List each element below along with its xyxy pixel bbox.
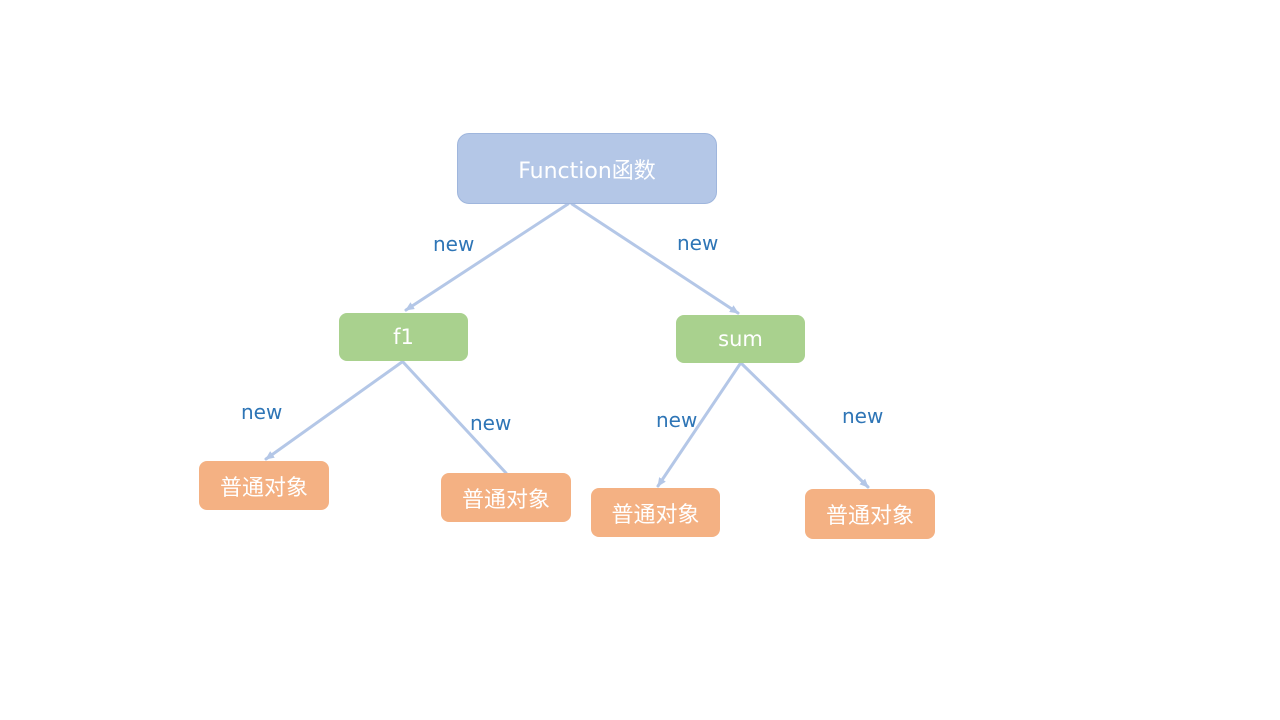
edge-sum-to-leaf-4 (740, 362, 870, 489)
edge-root-to-f1 (404, 202, 570, 312)
edge-label-sum-leaf-4: new (842, 404, 884, 428)
edge-f1-to-leaf-1 (264, 360, 404, 461)
edge-label-root-f1: new (433, 232, 475, 256)
edge-label-f1-leaf-1: new (241, 400, 283, 424)
edge-sum-to-leaf-3 (656, 362, 742, 488)
object-node-3: 普通对象 (591, 488, 720, 537)
edge-root-to-sum (570, 202, 740, 315)
object-node-4: 普通对象 (805, 489, 935, 539)
edge-label-f1-leaf-2: new (470, 411, 512, 435)
f1-node: f1 (339, 313, 468, 361)
function-node: Function函数 (457, 133, 717, 204)
edge-label-sum-leaf-3: new (656, 408, 698, 432)
object-node-1: 普通对象 (199, 461, 329, 510)
edge-f1-to-leaf-2 (401, 360, 508, 475)
object-node-2: 普通对象 (441, 473, 571, 522)
edge-label-root-sum: new (677, 231, 719, 255)
sum-node: sum (676, 315, 805, 363)
